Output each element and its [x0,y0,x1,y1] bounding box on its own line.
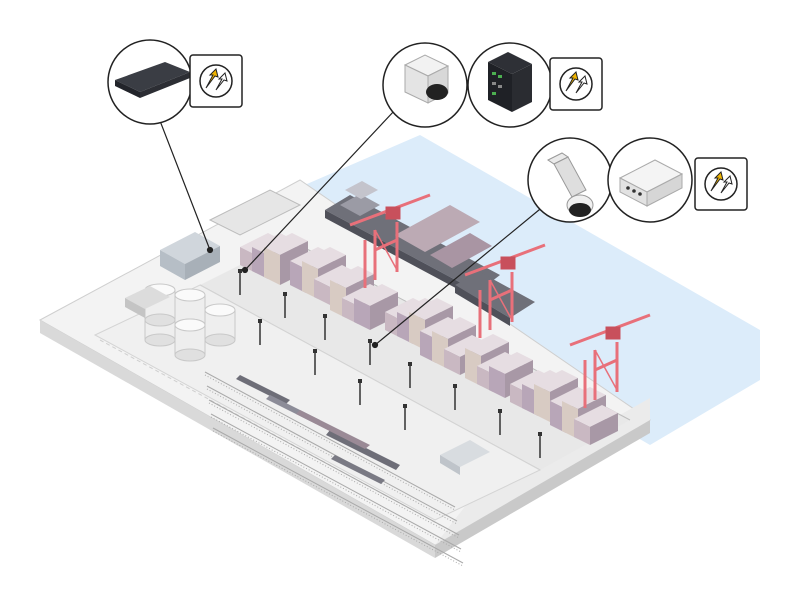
industrial-switch-icon [488,52,532,112]
storage-tank [174,318,206,362]
cargo-ship-2 [455,272,535,326]
container-block [240,233,308,285]
storage-tank [204,303,236,347]
camera-poles [238,269,542,458]
camera-pole [453,384,457,410]
camera-pole [403,404,407,430]
camera-pole [368,339,372,365]
callout-ptz-encoder [527,137,748,223]
camera-pole [408,362,412,388]
camera-pole [313,349,317,375]
rail-track [206,385,458,522]
rail-track [210,413,462,550]
freight-train [236,375,400,484]
camera-pole [498,409,502,435]
rail-track [212,427,464,564]
container-block [330,266,398,330]
upgrade-icon [704,167,738,201]
camera-pole [258,319,262,345]
callout-recorder [107,39,243,125]
gantry-cranes [349,193,651,408]
camera-pole [238,269,242,295]
container-block [290,247,358,305]
dome-camera-icon [403,54,450,104]
rail-track [204,371,456,508]
camera-pole [323,314,327,340]
camera-pole [538,432,542,458]
video-encoder-icon [618,159,684,207]
rail-yard [204,371,464,567]
storage-tanks [144,283,236,362]
gantry-crane [569,313,651,408]
gantry-crane [349,193,431,288]
container-block [465,334,533,398]
ptz-camera-icon [547,152,594,217]
camera-pole [283,292,287,318]
rail-track [208,399,460,536]
upgrade-icon [559,67,593,101]
port-buildings [125,189,490,475]
camera-pole [358,379,362,405]
network-video-recorder-icon [115,62,190,98]
gantry-crane [464,243,546,338]
callout-camera-switch [382,42,603,128]
upgrade-icon [199,64,233,98]
